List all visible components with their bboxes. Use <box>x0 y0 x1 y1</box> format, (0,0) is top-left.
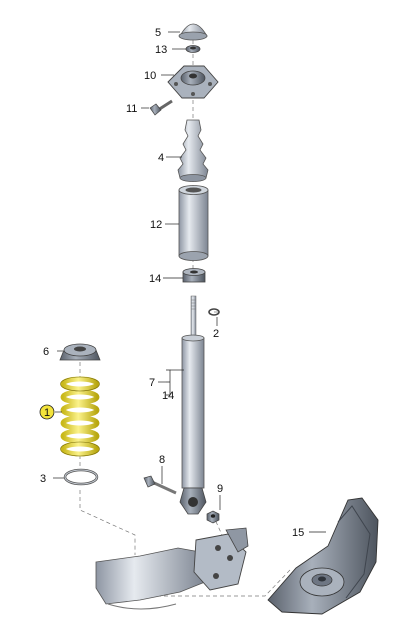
part-2-nut <box>208 308 220 316</box>
label-14-absorber: 14 <box>162 390 174 402</box>
label-11: 11 <box>126 103 137 115</box>
label-4: 4 <box>158 152 164 164</box>
label-9: 9 <box>217 483 223 495</box>
part-12-protective-tube <box>178 185 209 261</box>
part-10-strut-mount <box>167 65 219 99</box>
label-6: 6 <box>43 346 49 358</box>
part-6-spring-seat <box>59 343 101 361</box>
part-1-coil-spring <box>60 376 100 457</box>
label-13: 13 <box>155 44 167 56</box>
label-3: 3 <box>40 473 46 485</box>
part-5-cap <box>178 23 208 41</box>
part-15-wheel-housing <box>267 497 379 615</box>
label-15: 15 <box>292 527 304 539</box>
label-7: 7 <box>149 377 155 389</box>
part-4-bump-stop <box>177 119 209 182</box>
assembly-axis-lines <box>79 40 291 597</box>
part-9-nut <box>206 510 220 524</box>
part-11-bolt <box>149 99 173 116</box>
part-8-bolt <box>143 475 177 495</box>
callout-1: 1 <box>39 404 55 420</box>
label-10: 10 <box>144 70 156 82</box>
part-3-spring-pad <box>63 468 99 486</box>
label-1: 1 <box>44 407 50 419</box>
leader-lines <box>53 31 326 533</box>
label-14-spacer: 14 <box>149 273 161 285</box>
part-14-spacer <box>182 268 206 283</box>
label-12: 12 <box>150 219 162 231</box>
label-2: 2 <box>213 328 219 340</box>
part-13-nut <box>185 45 201 53</box>
part-1-coil-outline <box>60 376 100 457</box>
label-5: 5 <box>155 27 161 39</box>
axle-beam <box>95 527 249 610</box>
part-7-shock-absorber <box>179 295 207 515</box>
label-8: 8 <box>159 454 165 466</box>
